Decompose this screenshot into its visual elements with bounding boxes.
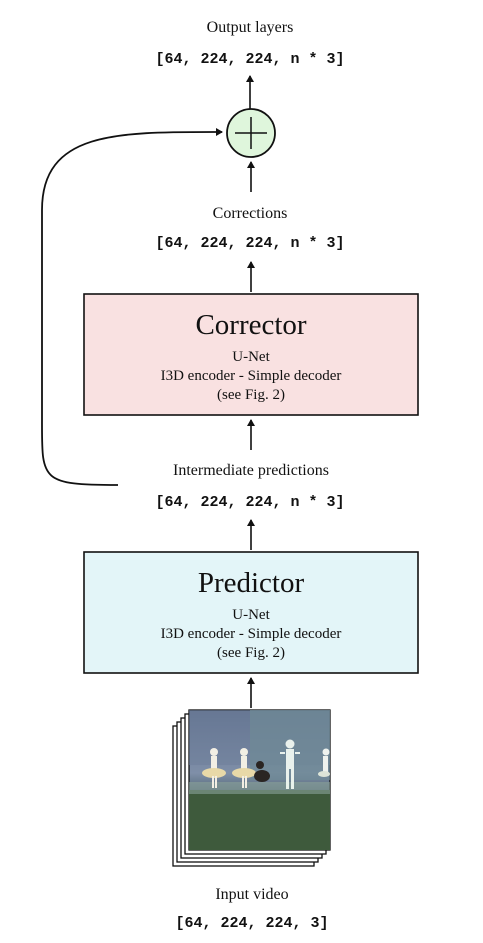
corrector-box: [83, 293, 419, 416]
output-shape: [64, 224, 224, n * 3]: [155, 51, 344, 68]
predictor-box: [83, 551, 419, 674]
output-label: Output layers: [207, 19, 294, 36]
skip-connection-arrow: [41, 127, 223, 486]
input-label: Input video: [215, 886, 288, 903]
corrector-line2: I3D encoder - Simple decoder: [161, 368, 342, 384]
input-video-frames: [172, 709, 331, 867]
corrections-label: Corrections: [213, 205, 288, 222]
input-shape: [64, 224, 224, 3]: [175, 915, 328, 932]
predictor-title: Predictor: [198, 567, 305, 599]
corrections-shape: [64, 224, 224, n * 3]: [155, 235, 344, 252]
corrector-line3: (see Fig. 2): [217, 387, 285, 403]
intermediate-label: Intermediate predictions: [173, 462, 329, 479]
corrector-block: Corrector U-Net I3D encoder - Simple dec…: [83, 293, 419, 416]
intermediate-shape: [64, 224, 224, n * 3]: [155, 494, 344, 511]
predictor-line1: U-Net: [232, 607, 270, 623]
corrector-title: Corrector: [195, 309, 306, 341]
predictor-line3: (see Fig. 2): [217, 645, 285, 661]
predictor-line2: I3D encoder - Simple decoder: [161, 626, 342, 642]
corrector-line1: U-Net: [232, 349, 270, 365]
plus-circle-icon: [226, 108, 276, 158]
predictor-block: Predictor U-Net I3D encoder - Simple dec…: [83, 551, 419, 674]
video-frame-front: [188, 709, 331, 851]
